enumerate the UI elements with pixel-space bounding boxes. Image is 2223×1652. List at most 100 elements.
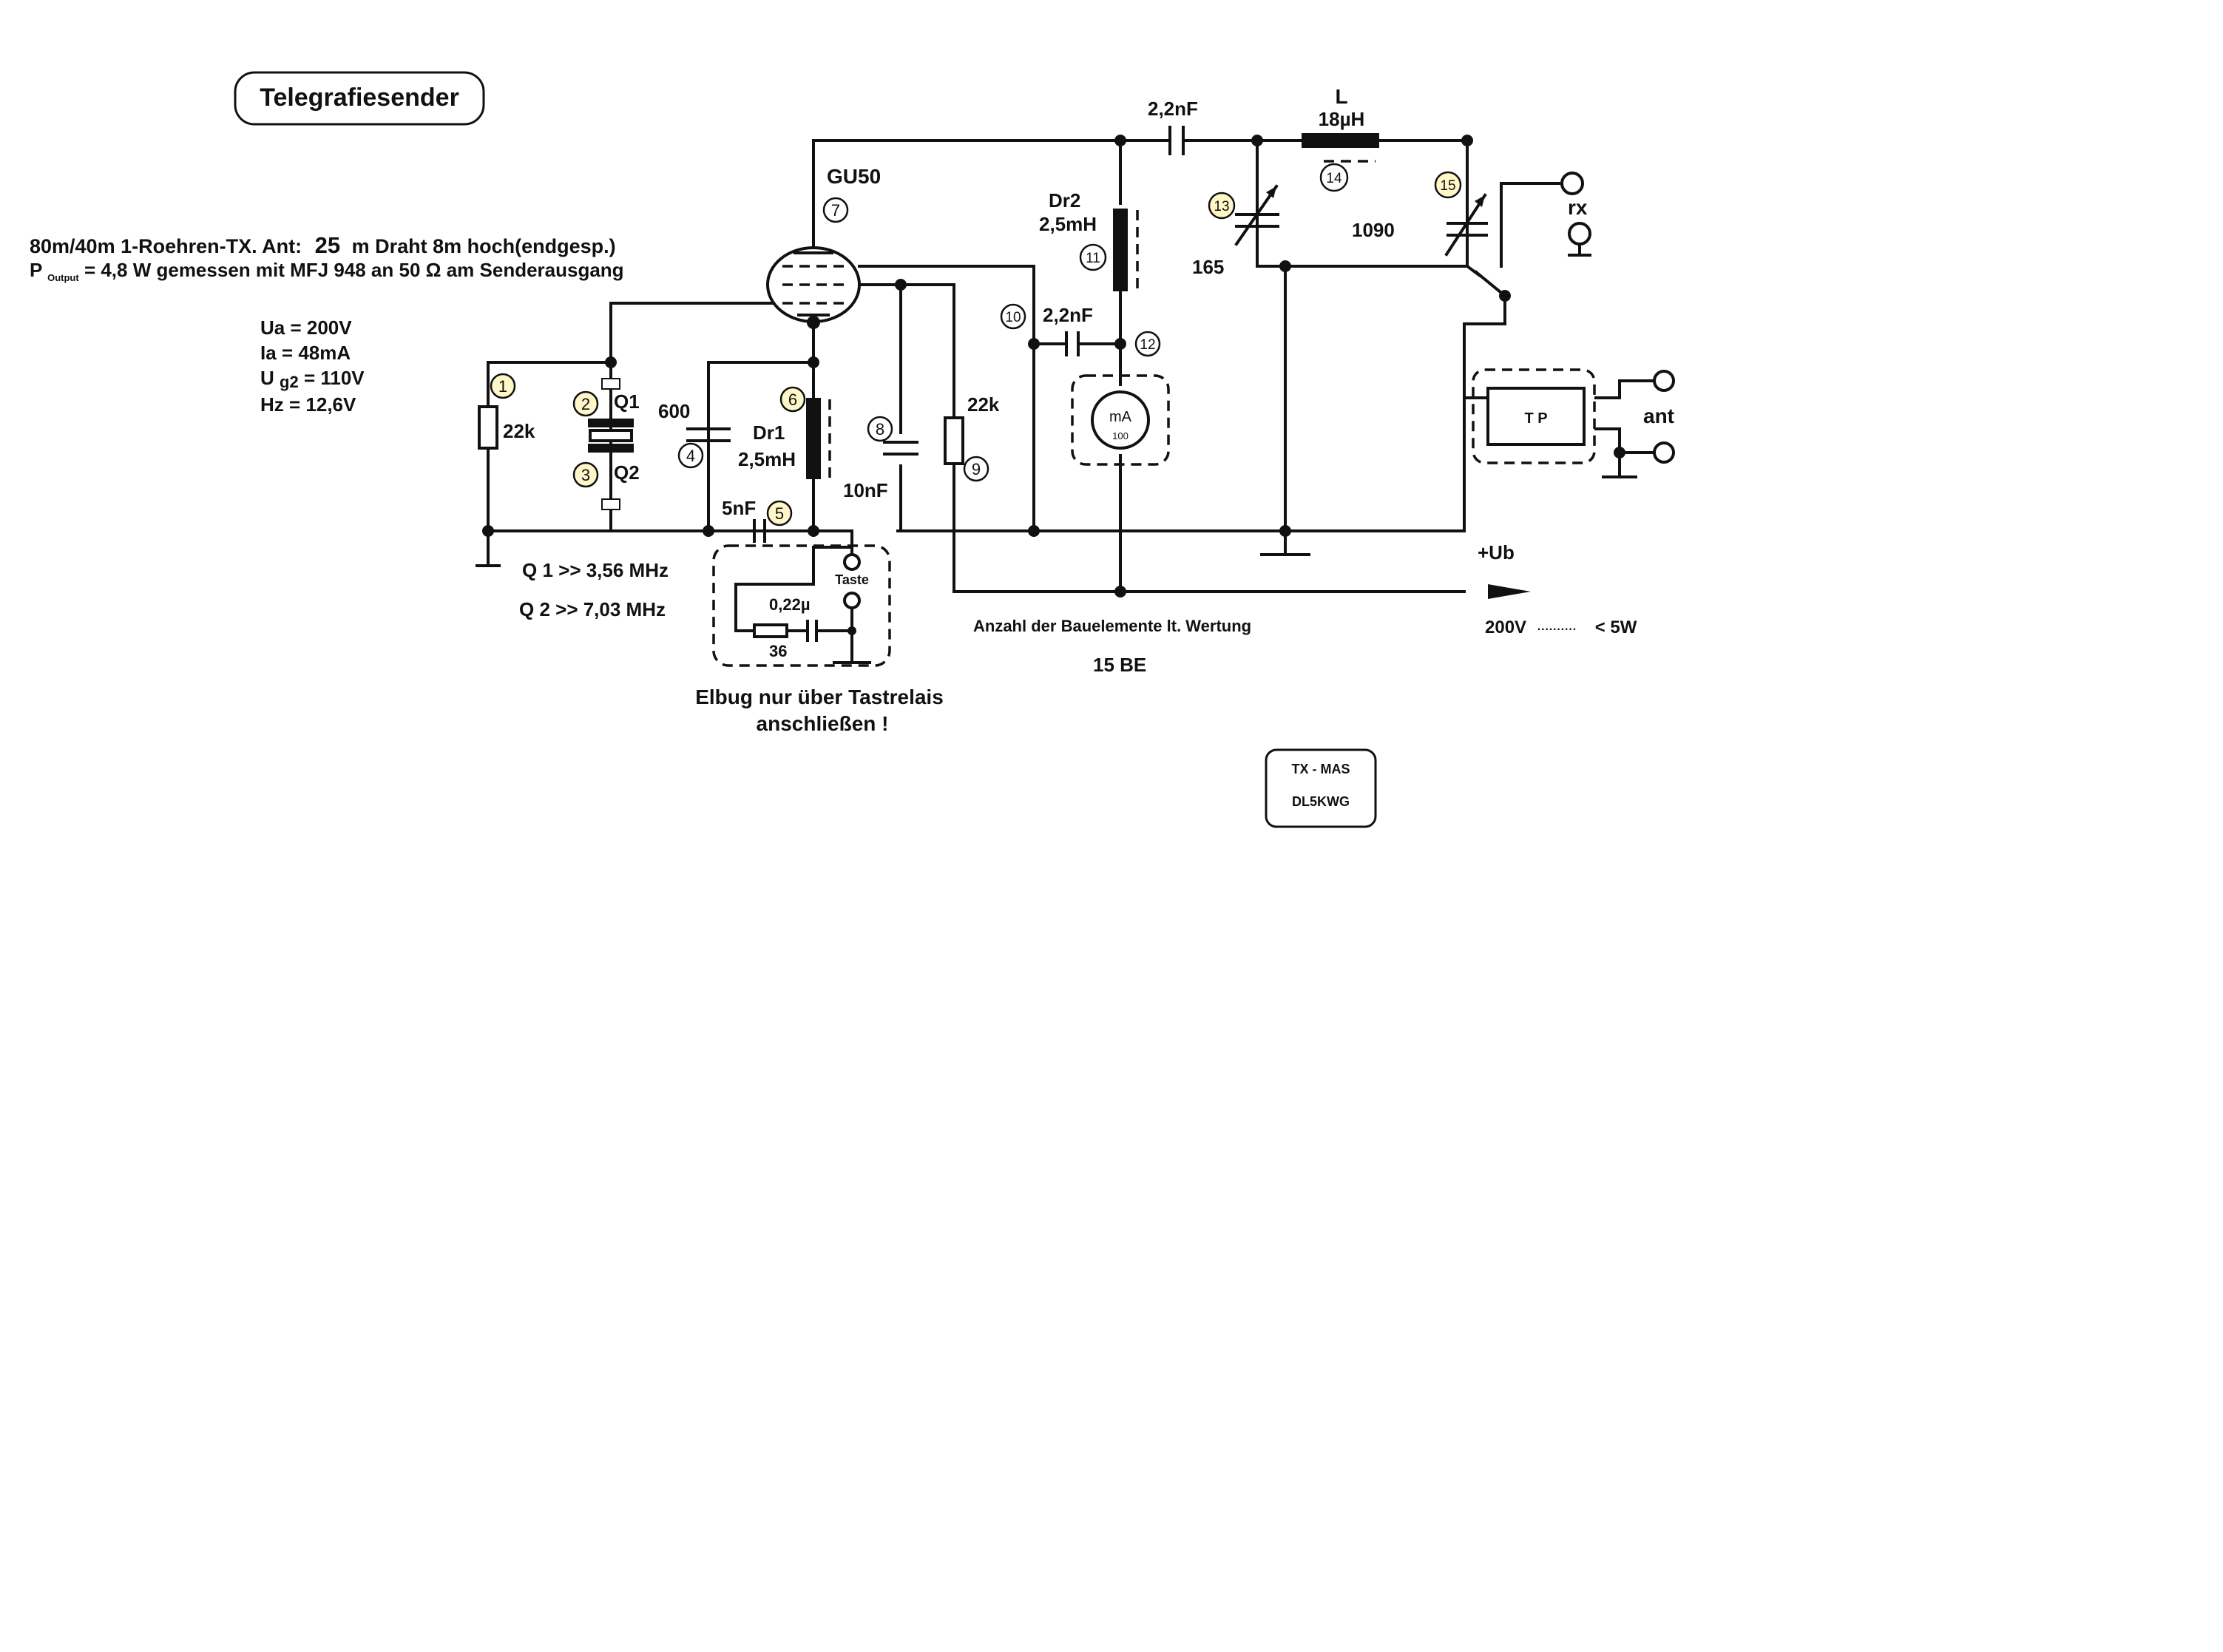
spec-ug2-rest: = 110V <box>304 367 365 389</box>
dr2-name: Dr2 <box>1049 189 1080 211</box>
capacitor-output: 2,2nF <box>1148 98 1198 155</box>
tp-label: T P <box>1524 410 1547 427</box>
marker-3: 3 <box>572 461 599 488</box>
marker-8: 8 <box>867 416 893 442</box>
dr2-value: 2,5mH <box>1039 213 1097 235</box>
rx-switch: rx <box>1474 172 1591 302</box>
meter-range: 100 <box>1112 430 1129 441</box>
ant-label: ant <box>1643 404 1674 427</box>
capacitor-c8: 10nF <box>843 441 918 501</box>
dr1-value: 2,5mH <box>738 448 796 470</box>
info-text: 80m/40m 1-Roehren-TX. Ant: 25 m Draht 8m… <box>30 232 624 285</box>
capacitor-c10: 2,2nF <box>1043 304 1093 356</box>
marker-15-label: 15 <box>1440 178 1455 194</box>
marker-13-label: 13 <box>1214 199 1229 214</box>
ground-symbols <box>476 243 1637 567</box>
marker-14: 14 <box>1319 163 1349 192</box>
marker-10: 10 <box>1000 303 1026 330</box>
crystal-q1-q2: Q1 Q2 <box>588 378 640 510</box>
marker-1: 1 <box>490 373 516 399</box>
resistor-r9: 22k <box>944 393 1000 465</box>
marker-1-label: 1 <box>498 377 507 396</box>
svg-text:80m/40m 1-Roehren-TX. Ant:: 80m/40m 1-Roehren-TX. Ant: 25 m Draht 8m… <box>30 232 616 258</box>
marker-9: 9 <box>963 456 989 482</box>
marker-7-label: 7 <box>831 201 840 220</box>
meter-label: mA <box>1109 409 1132 425</box>
marker-3-label: 3 <box>581 466 590 484</box>
capacitor-c5: 5nF <box>722 497 766 543</box>
elbug-note-1: Elbug nur über Tastrelais <box>695 685 944 708</box>
marker-2-label: 2 <box>581 395 590 413</box>
marker-8-label: 8 <box>876 420 884 439</box>
svg-text:P Output = 4,8 W: P Output = 4,8 W gemessen mit MFJ 948 an… <box>30 259 624 285</box>
supply: +Ub 200V ·········· < 5W <box>1478 541 1637 637</box>
c10-label: 2,2nF <box>1043 304 1093 326</box>
q2-frequency: Q 2 >> 7,03 MHz <box>519 598 666 620</box>
crystal-notes: Q 1 >> 3,56 MHz Q 2 >> 7,03 MHz <box>519 559 669 620</box>
supply-dots: ·········· <box>1537 623 1577 636</box>
component-number-markers: 1 2 3 4 5 6 7 8 9 10 11 12 13 14 15 <box>490 163 1462 527</box>
marker-13: 13 <box>1208 192 1236 220</box>
variable-capacitor-c13: 165 <box>1192 139 1279 278</box>
tube-label: GU50 <box>827 165 881 188</box>
tube-gu50: GU50 <box>766 165 881 329</box>
marker-4-label: 4 <box>686 447 695 465</box>
c4-label: 600 <box>658 400 690 422</box>
key-circuit: Taste 0,22µ 36 <box>712 544 891 667</box>
info-line2-rest: = 4,8 W gemessen mit MFJ 948 an 50 Ω am … <box>84 259 624 281</box>
l-value: 18µH <box>1319 108 1365 130</box>
dr1-name: Dr1 <box>753 422 785 444</box>
q2-label: Q2 <box>614 461 640 484</box>
marker-14-label: 14 <box>1326 171 1342 186</box>
c8-label: 10nF <box>843 479 888 501</box>
q1-frequency: Q 1 >> 3,56 MHz <box>522 559 669 581</box>
info-line1-a: 80m/40m 1-Roehren-TX. Ant: <box>30 235 302 257</box>
marker-15: 15 <box>1434 171 1462 199</box>
key-r-label: 36 <box>769 642 787 660</box>
info-line1-b: 25 <box>315 232 340 258</box>
spec-hz: Hz = 12,6V <box>260 393 356 416</box>
resistor-r1: 22k <box>478 405 535 450</box>
tp-filter: T P ant <box>1472 368 1675 464</box>
c-out-label: 2,2nF <box>1148 98 1198 120</box>
count-title: Anzahl der Bauelemente lt. Wertung <box>973 617 1251 635</box>
milliammeter: mA 100 <box>1071 374 1170 466</box>
info-line1-c: m Draht 8m hoch(endgesp.) <box>352 235 616 257</box>
key-c-label: 0,22µ <box>769 595 811 614</box>
rx-label: rx <box>1568 196 1588 219</box>
spec-ug2-u: U <box>260 367 274 389</box>
ub-label: +Ub <box>1478 541 1515 563</box>
marker-7: 7 <box>822 197 849 223</box>
marker-6: 6 <box>779 386 806 413</box>
info-line2-p: P <box>30 259 42 281</box>
choke-dr2: Dr2 2,5mH <box>1039 189 1139 291</box>
marker-9-label: 9 <box>972 460 981 478</box>
r1-label: 22k <box>503 420 535 442</box>
marker-5: 5 <box>766 500 793 527</box>
elbug-note-2: anschließen ! <box>757 712 889 735</box>
svg-text:200V ·········· <: 200V ·········· < 5W <box>1485 617 1637 637</box>
count-value: 15 BE <box>1093 654 1146 676</box>
c13-label: 165 <box>1192 256 1224 278</box>
supply-voltage: 200V <box>1485 617 1526 637</box>
stamp-box: TX - MAS DL5KWG <box>1265 748 1377 828</box>
stamp-line1: TX - MAS <box>1292 762 1350 776</box>
c15-label: 1090 <box>1352 219 1395 241</box>
choke-dr1: Dr1 2,5mH <box>738 398 831 479</box>
marker-12: 12 <box>1134 331 1161 357</box>
marker-6-label: 6 <box>788 390 797 409</box>
spec-ia: Ia = 48mA <box>260 342 351 364</box>
marker-10-label: 10 <box>1005 310 1021 325</box>
c5-label: 5nF <box>722 497 756 519</box>
inductor-l: L 18µH <box>1302 85 1379 163</box>
junction-dots <box>482 135 1625 598</box>
capacitor-c4: 600 <box>658 400 731 442</box>
page-title: Telegrafiesender <box>260 84 459 112</box>
marker-2: 2 <box>572 390 599 417</box>
info-line2-sub: Output <box>47 272 79 283</box>
l-name: L <box>1335 85 1347 108</box>
notes: Anzahl der Bauelemente lt. Wertung 15 BE… <box>695 617 1251 735</box>
marker-12-label: 12 <box>1140 337 1155 353</box>
marker-4: 4 <box>677 442 704 469</box>
